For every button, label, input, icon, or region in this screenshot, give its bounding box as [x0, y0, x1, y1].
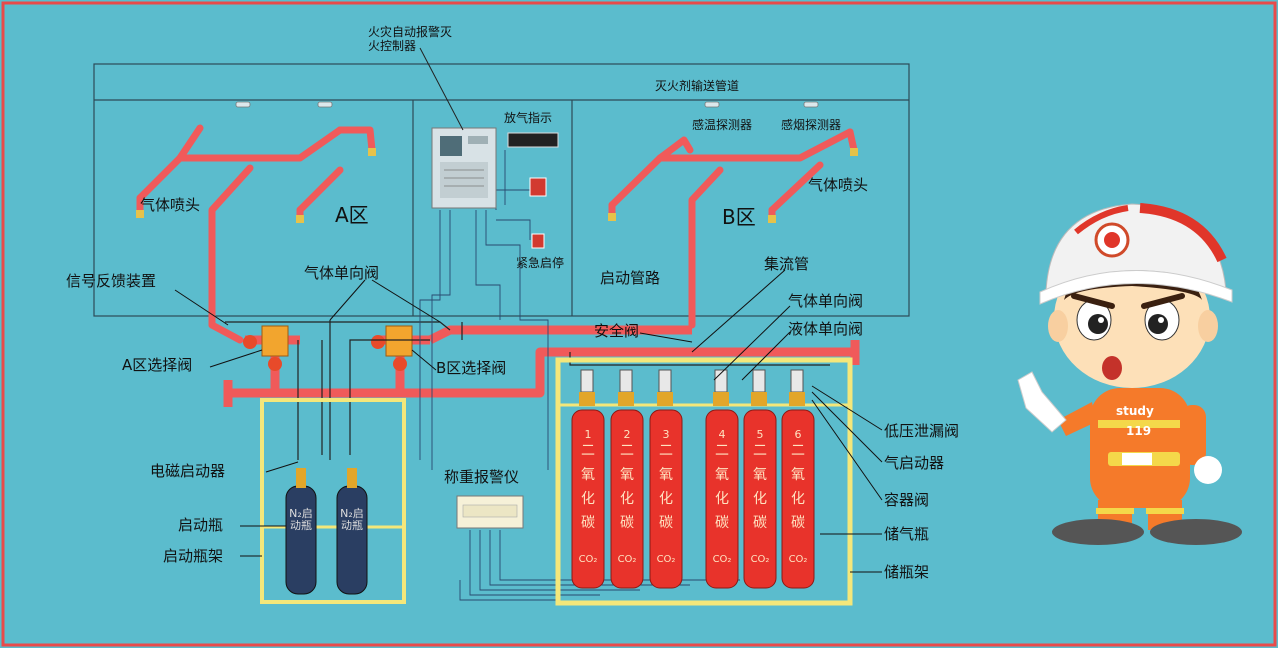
- cylinder-valve: [619, 369, 633, 393]
- cylinder-co2: CO₂: [578, 554, 598, 565]
- co2-cylinder: [743, 409, 777, 589]
- cylinder-co2: CO₂: [788, 554, 808, 565]
- firefighter-mascot: [1017, 203, 1242, 545]
- label-start-bottle: 启动瓶: [178, 516, 224, 534]
- label-selector-b: B区选择阀: [436, 359, 507, 377]
- storage-cylinders: [571, 369, 815, 589]
- label-low-leak-valve: 低压泄漏阀: [884, 422, 960, 440]
- label-check-valve-liquid: 液体单向阀: [788, 320, 864, 338]
- label-selector-a: A区选择阀: [122, 356, 193, 374]
- label-manual-start: 紧急启停: [516, 256, 565, 270]
- label-smoke-detector: 感温探测器: [692, 118, 753, 132]
- label-pipe-network: 灭火剂输送管道: [655, 79, 740, 93]
- cylinder-number: 2: [623, 428, 631, 441]
- n2-bottle-label: N₂启动瓶: [289, 507, 313, 533]
- zone-b-pipes: [608, 128, 858, 329]
- selector-valves: [243, 325, 413, 371]
- cylinder-valve: [752, 369, 766, 393]
- manual-alarm: [529, 177, 547, 197]
- nozzles: [136, 148, 858, 223]
- label-zone-a: A区: [335, 203, 369, 227]
- controller-cabinet: [431, 127, 497, 209]
- cylinder-text: 二氧化碳: [715, 443, 729, 531]
- label-controller: 火灾自动报警灭火控制器: [368, 25, 453, 53]
- cylinder-co2: CO₂: [617, 554, 637, 565]
- label-zone-b: B区: [722, 205, 756, 229]
- label-pressure-switch: 信号反馈装置: [66, 272, 157, 290]
- leader-lines: [174, 269, 883, 573]
- cylinder-valve: [658, 369, 672, 393]
- label-container-valve: 容器阀: [884, 491, 930, 509]
- label-manifold: 集流管: [764, 255, 810, 273]
- label-weighing: 称重报警仪: [444, 468, 520, 486]
- mascot-number: 119: [1126, 424, 1152, 438]
- cylinder-co2: CO₂: [656, 554, 676, 565]
- label-check-valve-gas: 气体单向阀: [304, 264, 380, 282]
- label-release-indicator: 放气指示: [504, 111, 553, 125]
- zone-a-pipes: [136, 124, 376, 344]
- co2-cylinder: [571, 409, 605, 589]
- label-nozzle-a: 气体喷头: [140, 196, 201, 214]
- label-start-rack: 启动瓶架: [163, 547, 224, 565]
- co2-cylinder: [610, 409, 644, 589]
- cylinder-actuator: [657, 392, 673, 406]
- label-storage-rack: 储瓶架: [884, 563, 930, 581]
- cylinder-actuator: [751, 392, 767, 406]
- label-gas-actuator: 气启动器: [884, 454, 945, 472]
- cylinder-valve: [580, 369, 594, 393]
- ceiling-detectors: [235, 101, 819, 108]
- cylinder-number: 5: [756, 428, 764, 441]
- label-check-valve-gas2: 气体单向阀: [788, 292, 864, 310]
- label-start-pipe: 启动管路: [600, 269, 661, 287]
- n2-bottle-label: N₂启动瓶: [340, 507, 364, 533]
- co2-cylinder: [781, 409, 815, 589]
- label-safety-valve: 安全阀: [594, 322, 640, 340]
- cylinder-valve: [790, 369, 804, 393]
- cylinder-actuator: [789, 392, 805, 406]
- co2-cylinder: [705, 409, 739, 589]
- cylinder-co2: CO₂: [712, 554, 732, 565]
- mascot-badge: study: [1116, 404, 1154, 418]
- cylinder-text: 二氧化碳: [659, 443, 673, 531]
- cylinder-number: 1: [584, 428, 592, 441]
- cylinder-actuator: [618, 392, 634, 406]
- start-bottle-rack: [260, 398, 406, 604]
- label-nozzle-b: 气体喷头: [808, 176, 869, 194]
- cylinder-actuator: [713, 392, 729, 406]
- weighing-alarm: [456, 495, 524, 529]
- emergency-button: [531, 233, 545, 249]
- cylinder-number: 3: [662, 428, 670, 441]
- label-heat-detector: 感烟探测器: [781, 118, 842, 132]
- n2-bottles: [285, 468, 368, 595]
- cylinder-text: 二氧化碳: [753, 443, 767, 531]
- cylinder-text: 二氧化碳: [620, 443, 634, 531]
- cylinder-number: 6: [794, 428, 802, 441]
- label-solenoid: 电磁启动器: [150, 462, 226, 480]
- cylinder-text: 二氧化碳: [581, 443, 595, 531]
- controller-leader: [419, 47, 464, 131]
- cylinder-text: 二氧化碳: [791, 443, 805, 531]
- cylinder-number: 4: [718, 428, 726, 441]
- cylinder-actuator: [579, 392, 595, 406]
- release-indicator: [507, 132, 559, 148]
- co2-cylinder: [649, 409, 683, 589]
- label-storage-bottle: 储气瓶: [884, 525, 930, 543]
- room-outlines: [93, 63, 910, 317]
- cylinder-co2: CO₂: [750, 554, 770, 565]
